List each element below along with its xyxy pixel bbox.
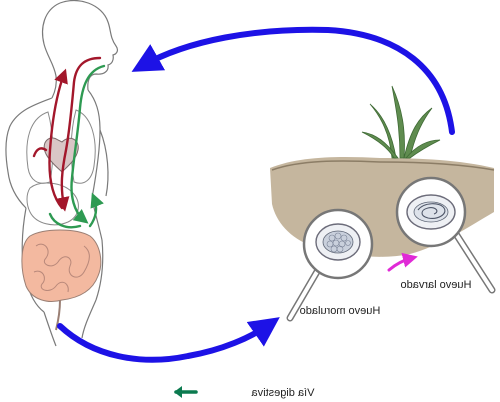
plant-tuft: [361, 85, 441, 159]
larval-migration-route-red: [32, 56, 102, 212]
label-morulated-egg: Huevo morulado: [300, 305, 381, 317]
label-larvated-egg: Huevo larvado: [401, 279, 472, 291]
intestines: [21, 229, 102, 331]
legend-digestive-label: Vía digestiva: [251, 387, 315, 399]
ingestion-cycle-arrow: [131, 26, 455, 135]
magnifier-morulated-egg: [286, 208, 374, 322]
magnifier-larvated-egg: [395, 176, 496, 294]
larval-migration-route-green: [48, 64, 106, 229]
excretion-cycle-arrow: [57, 317, 280, 363]
legend-digestive-route: Vía digestiva: [174, 386, 314, 399]
development-arrow: [387, 252, 418, 272]
